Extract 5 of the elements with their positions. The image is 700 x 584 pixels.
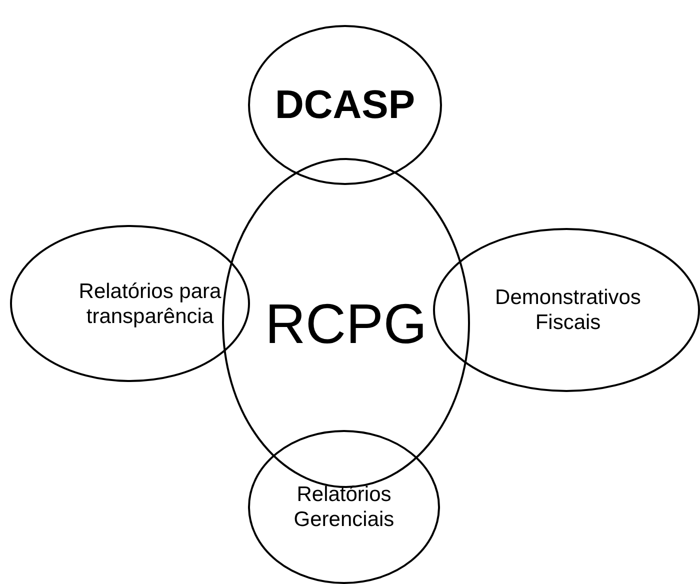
node-label: Demonstrativos Fiscais [494,285,642,336]
node-label: Relatórios Gerenciais [292,482,396,532]
node-label: RCPG [264,290,428,356]
node-label: DCASP [274,82,416,129]
node-label: Relatórios para transparência [78,278,222,329]
